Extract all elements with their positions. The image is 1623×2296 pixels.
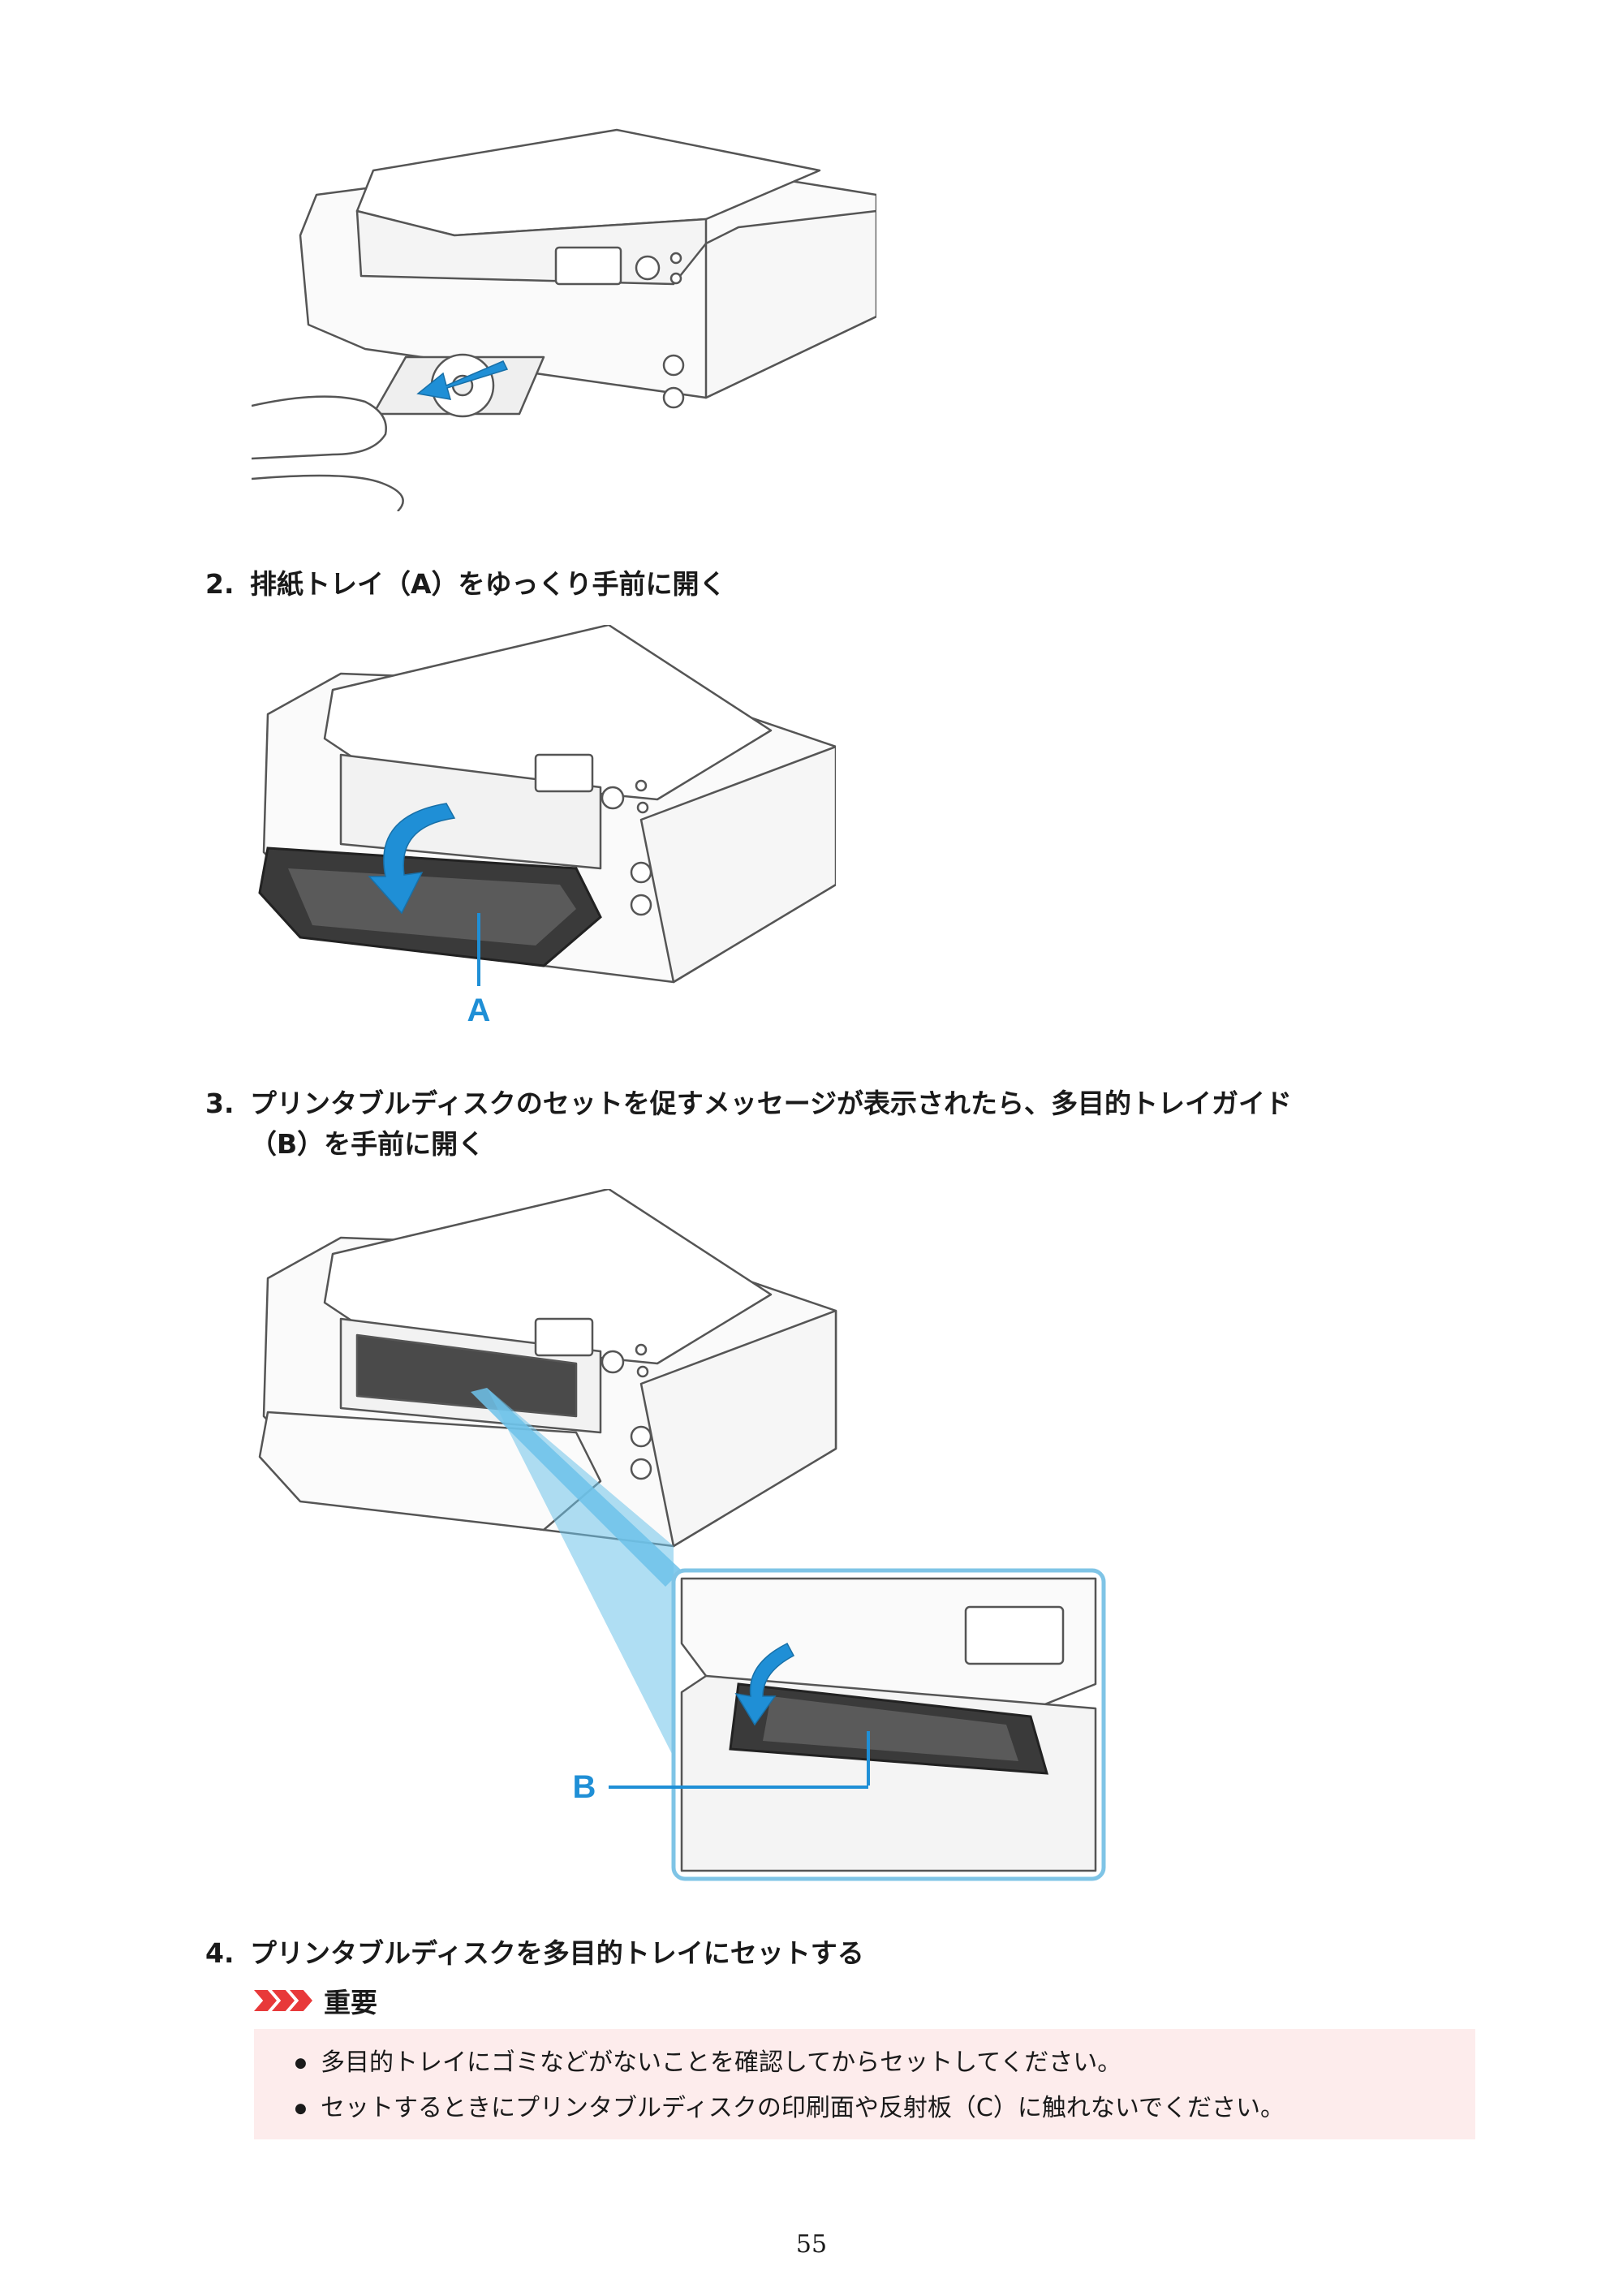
step-number: 4. xyxy=(205,1937,235,1969)
step-text: プリンタブルディスクを多目的トレイにセットする xyxy=(250,1937,864,1969)
chevron-right-icon xyxy=(254,1990,277,2011)
step-text: 排紙トレイ（A）をゆっくり手前に開く xyxy=(250,568,726,600)
step-number: 2. xyxy=(205,568,235,600)
printer-output-tray-figure: A xyxy=(252,625,836,1031)
pull-arrow-icon xyxy=(416,360,509,400)
step-2: 2. 排紙トレイ（A）をゆっくり手前に開く xyxy=(205,564,726,605)
step-3: 3. プリンタブルディスクのセットを促すメッセージが表示されたら、多目的トレイガイ… xyxy=(205,1083,1292,1165)
step-text: プリンタブルディスクのセットを促すメッセージが表示されたら、多目的トレイガイド xyxy=(250,1088,1293,1119)
open-arrow-icon xyxy=(368,803,456,915)
list-item: セットするときにプリンタブルディスクの印刷面や反射板（C）に触れないでください。 xyxy=(295,2086,1475,2131)
important-title: 重要 xyxy=(324,1987,377,2018)
printer-tray-removal-figure xyxy=(252,114,876,511)
step-4: 4. プリンタブルディスクを多目的トレイにセットする xyxy=(205,1933,864,1974)
callout-b-label: B xyxy=(573,1769,596,1805)
guide-down-arrow-icon xyxy=(734,1643,795,1726)
zoom-callout xyxy=(609,1568,1106,1881)
printer-tray-guide-figure: B xyxy=(252,1189,1112,1887)
callout-a-label: A xyxy=(467,993,491,1028)
page-number: 55 xyxy=(795,2230,828,2259)
important-notes: 多目的トレイにゴミなどがないことを確認してからセットしてください。 セットすると… xyxy=(254,2029,1475,2139)
important-heading: 重要 xyxy=(254,1980,377,2021)
step-text-continued: （B）を手前に開く xyxy=(250,1128,485,1160)
list-item: 多目的トレイにゴミなどがないことを確認してからセットしてください。 xyxy=(295,2040,1475,2086)
step-number: 3. xyxy=(205,1088,235,1119)
